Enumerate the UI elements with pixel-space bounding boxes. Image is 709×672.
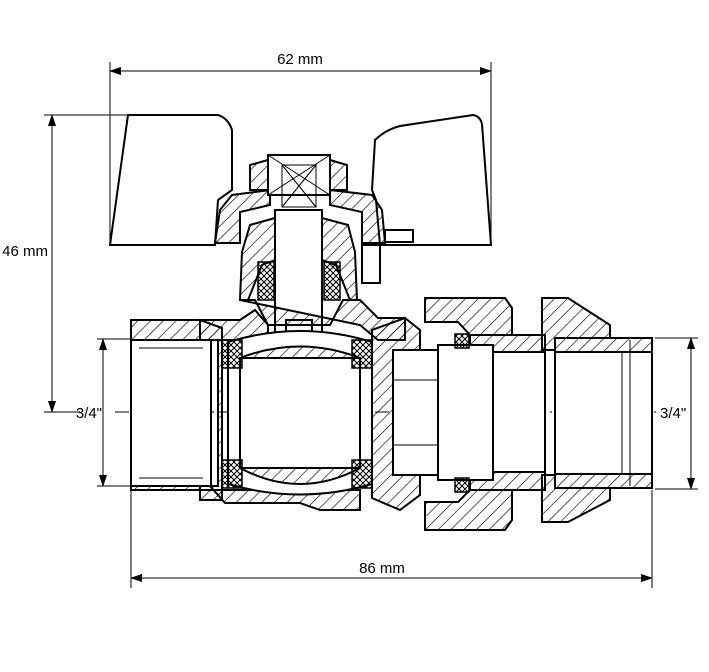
dim-label-right-thread: 3/4" [660, 405, 686, 422]
dimension-right-thread: 3/4" [655, 337, 698, 490]
stop-pin [361, 229, 414, 284]
dimension-height-46mm: 46 mm [2, 114, 128, 413]
dimension-top-62mm: 62 mm [109, 51, 492, 245]
dim-label-left-thread: 3/4" [76, 405, 102, 422]
valve-body [130, 299, 421, 512]
dim-label-62mm: 62 mm [277, 51, 323, 68]
dim-label-86mm: 86 mm [359, 560, 405, 577]
handle-cap [213, 154, 387, 244]
dimension-left-thread: 3/4" [76, 338, 132, 487]
dim-label-46mm: 46 mm [2, 243, 48, 260]
union-coupling [392, 297, 653, 531]
dimension-bottom-86mm: 86 mm [130, 490, 653, 588]
butterfly-handle [108, 113, 493, 246]
